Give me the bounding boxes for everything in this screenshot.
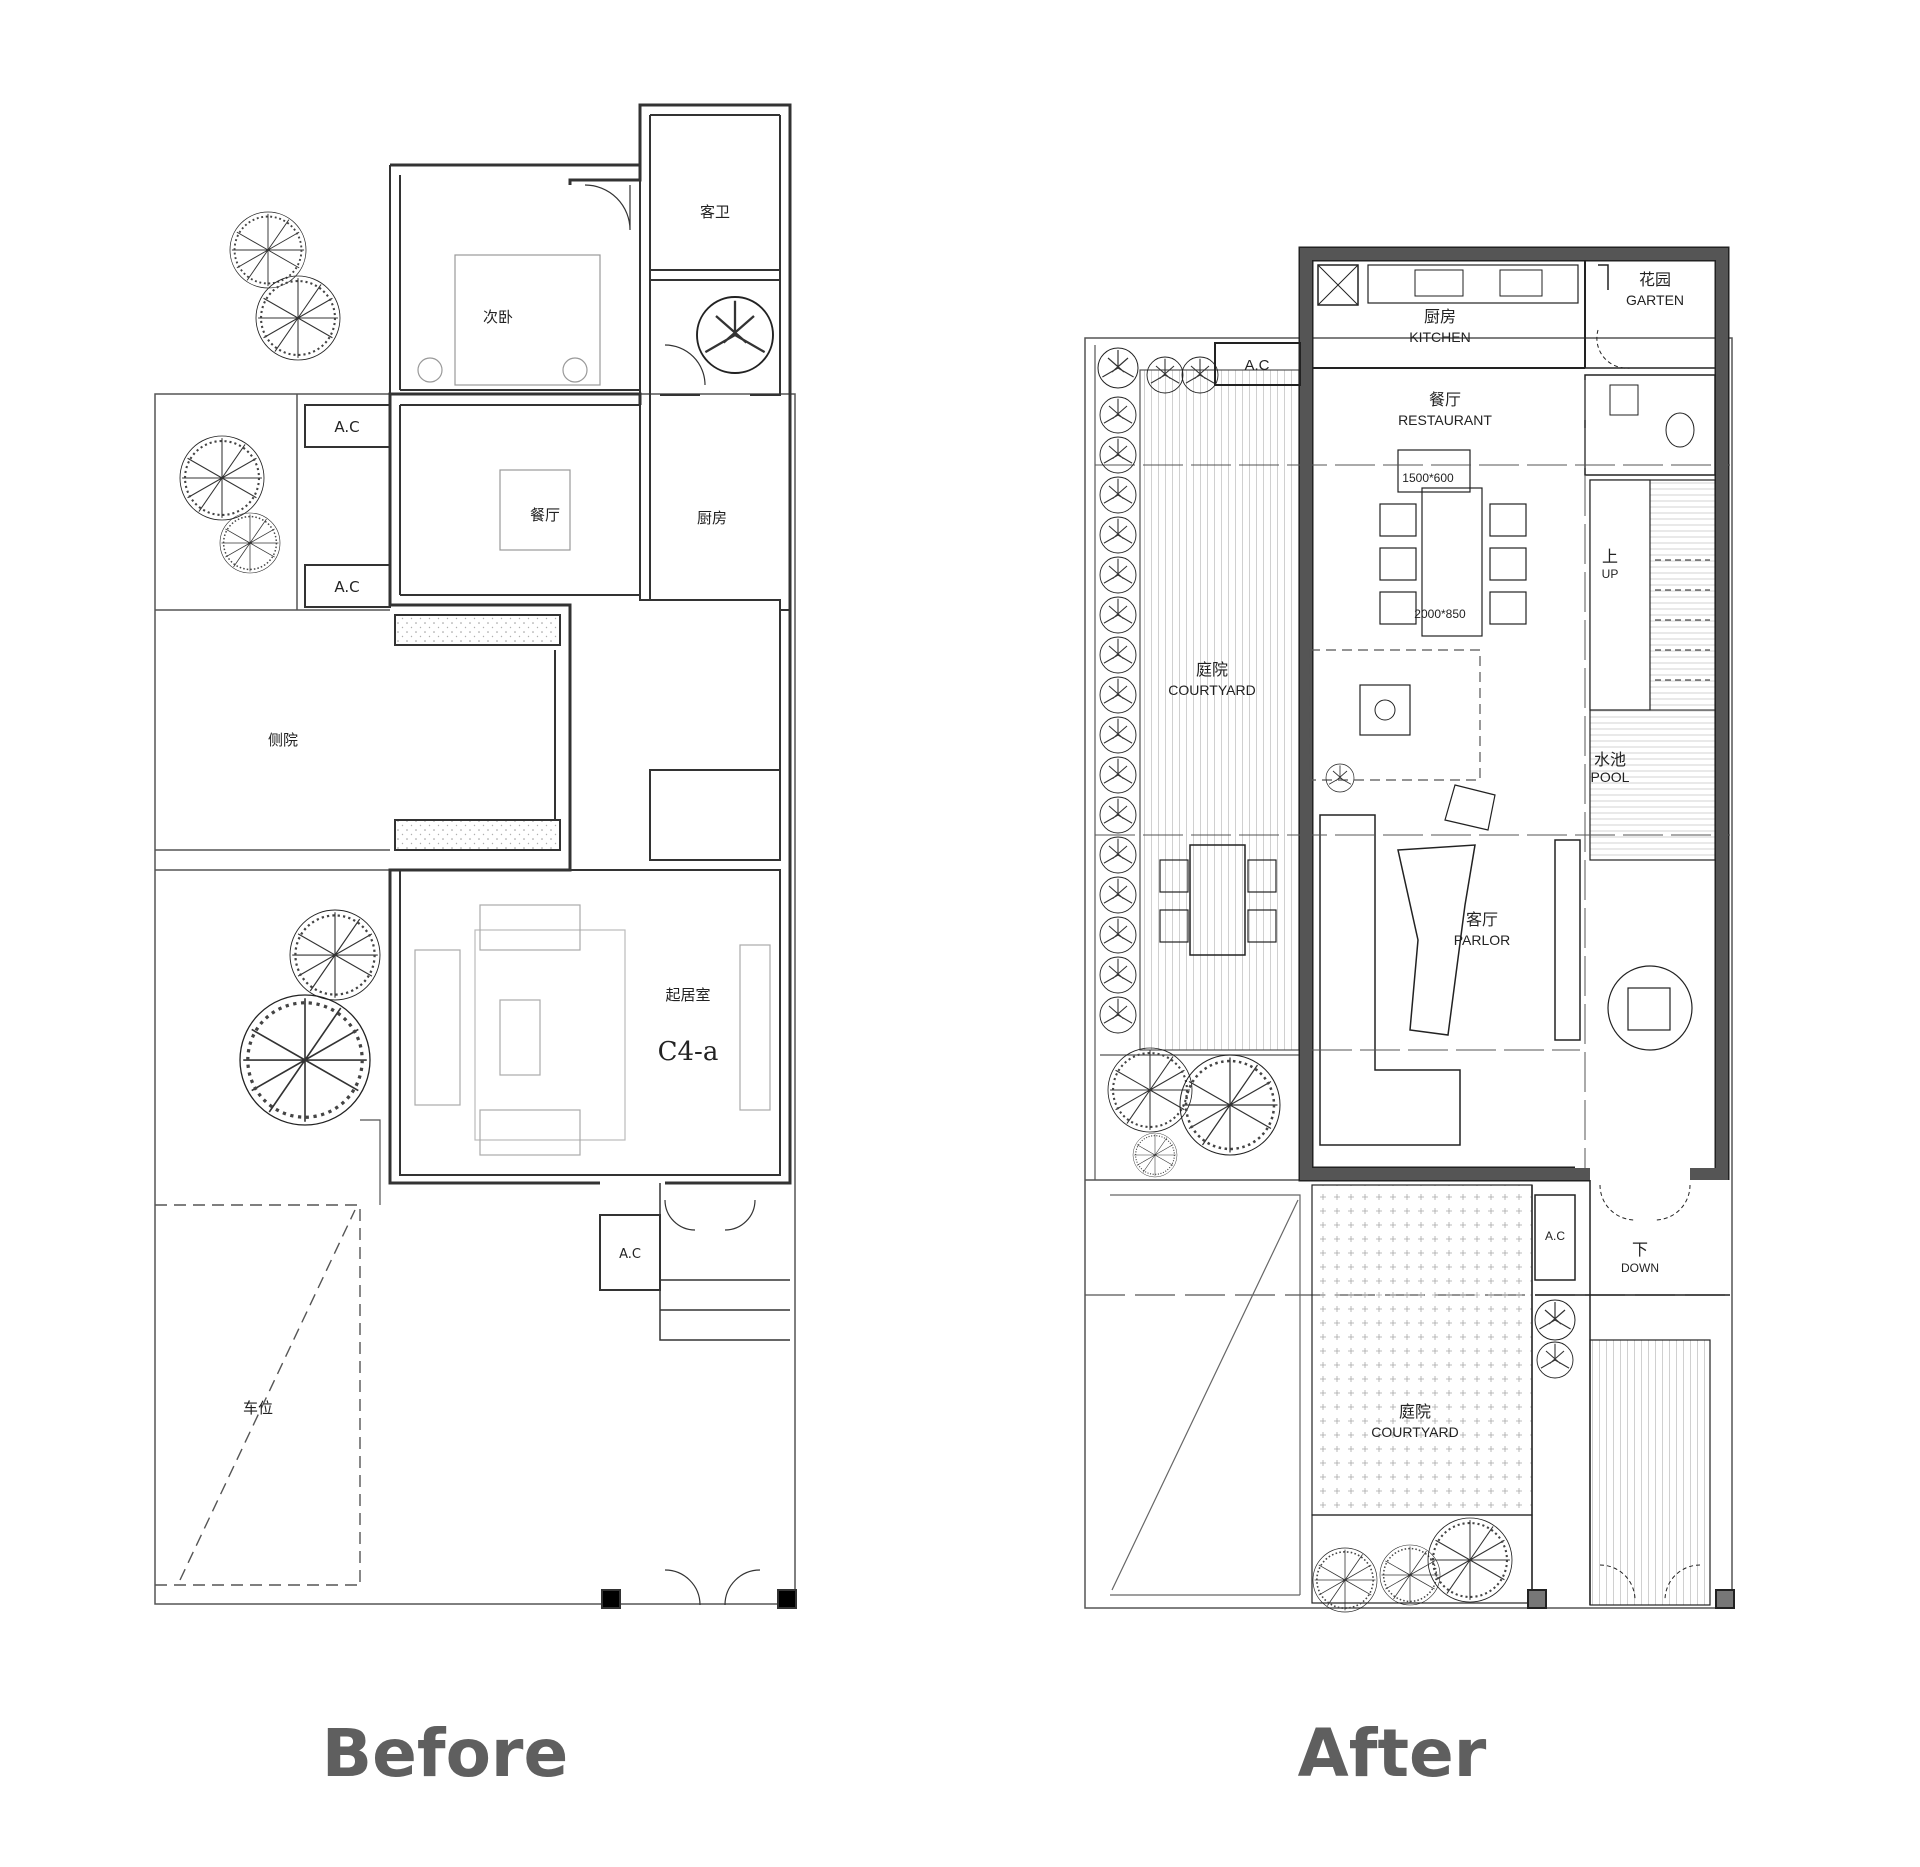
room-label-second-bedroom: 次卧: [483, 308, 513, 326]
room-label-side-yard: 侧院: [268, 731, 298, 749]
room-label-pool-cn: 水池: [1594, 751, 1626, 769]
unit-code: C4-a: [658, 1037, 719, 1067]
stair-up-en: UP: [1602, 567, 1619, 581]
ac-label: A.C: [1545, 1229, 1565, 1243]
room-label-restaurant-en: RESTAURANT: [1398, 412, 1492, 428]
room-label-guest-bath: 客卫: [700, 203, 730, 221]
room-label-restaurant-cn: 餐厅: [1429, 391, 1461, 409]
room-label-kitchen: 厨房: [697, 509, 727, 527]
room-label-living: 起居室: [665, 986, 710, 1004]
room-label-kitchen-cn: 厨房: [1424, 308, 1456, 326]
before-plan: [155, 103, 796, 1609]
ac-label: A.C: [1244, 357, 1269, 374]
room-label-parking: 车位: [243, 1399, 273, 1417]
caption-before: Before: [321, 1715, 569, 1792]
ac-label: A.C: [334, 578, 359, 596]
stair-down-en: DOWN: [1621, 1261, 1659, 1275]
room-label-courtyard2-en: COURTYARD: [1371, 1424, 1458, 1440]
room-label-courtyard1-cn: 庭院: [1196, 661, 1228, 679]
room-label-garden-cn: 花园: [1639, 271, 1671, 289]
room-label-garden-en: GARTEN: [1626, 292, 1684, 308]
dimension-table: 2000*850: [1414, 607, 1466, 621]
room-label-kitchen-en: KITCHEN: [1409, 329, 1470, 345]
room-label-courtyard1-en: COURTYARD: [1168, 682, 1255, 698]
room-label-courtyard2-cn: 庭院: [1399, 1403, 1431, 1421]
stair-down-cn: 下: [1632, 1242, 1648, 1259]
stair-up-cn: 上: [1602, 548, 1618, 566]
room-label-dining: 餐厅: [530, 506, 560, 524]
ac-label: A.C: [619, 1247, 641, 1262]
room-label-parlor-cn: 客厅: [1466, 911, 1498, 929]
room-label-pool-en: POOL: [1591, 769, 1630, 785]
ac-label: A.C: [334, 418, 359, 436]
after-plan: [1085, 246, 1735, 1612]
dimension-island: 1500*600: [1402, 471, 1454, 485]
caption-after: After: [1297, 1715, 1487, 1792]
room-label-parlor-en: PARLOR: [1454, 932, 1511, 948]
